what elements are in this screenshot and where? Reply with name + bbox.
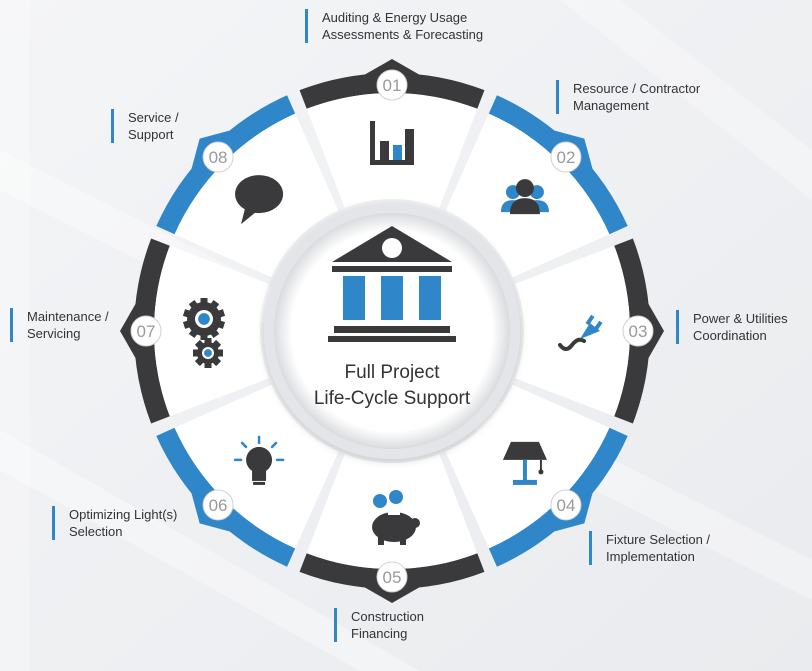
segment-number: 03 bbox=[629, 322, 648, 341]
segment-04-pointer bbox=[549, 488, 594, 533]
segment-number-badge: 01 bbox=[376, 69, 408, 101]
segment-number: 07 bbox=[137, 322, 156, 341]
callout-07-line-1: Maintenance / bbox=[27, 309, 109, 324]
gears-icon bbox=[182, 298, 226, 368]
segment-number-badge: 03 bbox=[622, 315, 654, 347]
segment-number-badge: 05 bbox=[376, 561, 408, 593]
segment-02-band bbox=[488, 95, 628, 235]
segment-05-body bbox=[306, 454, 478, 569]
callout-07-line-2: Servicing bbox=[27, 326, 81, 341]
callout-01-line-1: Auditing & Energy Usage bbox=[322, 10, 468, 25]
callout-02-line-1: Resource / Contractor bbox=[573, 81, 701, 96]
segment-04-body bbox=[445, 384, 610, 549]
callout-06-line-1: Optimizing Light(s) bbox=[69, 507, 178, 522]
callout-01-line-2: Assessments & Forecasting bbox=[322, 27, 484, 42]
callout-06-line-2: Selection bbox=[69, 524, 123, 539]
segment-08-band bbox=[156, 95, 296, 235]
segment-number-badge: 08 bbox=[202, 141, 234, 173]
segment-08-pointer bbox=[190, 129, 235, 174]
callout-03: Power & Utilities Coordination bbox=[676, 310, 788, 344]
segment-number: 06 bbox=[209, 496, 228, 515]
callout-04-line-1: Fixture Selection / bbox=[606, 532, 711, 547]
segment-number: 05 bbox=[383, 568, 402, 587]
callout-02-line-2: Management bbox=[573, 98, 649, 113]
callout-03-line-2: Coordination bbox=[693, 328, 767, 343]
segment-01-pointer bbox=[360, 59, 424, 77]
callout-08-line-1: Service / bbox=[128, 110, 179, 125]
callout-06: Optimizing Light(s) Selection bbox=[52, 506, 177, 540]
callout-02: Resource / Contractor Management bbox=[556, 80, 700, 114]
segment-01-body bbox=[306, 93, 478, 208]
callout-08: Service / Support bbox=[111, 109, 179, 143]
segment-03-body bbox=[515, 245, 631, 417]
segment-number: 08 bbox=[209, 148, 228, 167]
segment-03-pointer bbox=[646, 299, 664, 363]
segment-number-badge: 07 bbox=[130, 315, 162, 347]
segment-05-pointer bbox=[360, 585, 424, 603]
segment-06-pointer bbox=[190, 488, 235, 533]
callout-03-line-1: Power & Utilities bbox=[693, 311, 788, 326]
segment-number: 01 bbox=[383, 76, 402, 95]
segment-07-pointer bbox=[120, 299, 138, 363]
callout-08-line-2: Support bbox=[128, 127, 174, 142]
segment-06-band bbox=[156, 427, 296, 567]
callout-05-line-2: Financing bbox=[351, 626, 408, 641]
speech-bubble-icon bbox=[235, 175, 284, 225]
callout-04-line-2: Implementation bbox=[606, 549, 695, 564]
segment-04 bbox=[445, 384, 628, 567]
piggy-bank-icon bbox=[372, 490, 420, 545]
segment-04-band bbox=[488, 427, 628, 567]
callout-05: Construction Financing bbox=[334, 608, 424, 642]
segment-number: 04 bbox=[556, 496, 575, 515]
callout-05-line-1: Construction bbox=[351, 609, 424, 624]
center-title-line-1: Full Project bbox=[344, 362, 440, 383]
segment-number-badge: 06 bbox=[202, 489, 234, 521]
center-title-line-2: Life-Cycle Support bbox=[313, 388, 471, 409]
segment-number-badge: 02 bbox=[550, 141, 582, 173]
segment-02-pointer bbox=[549, 129, 594, 174]
plug-icon bbox=[558, 314, 603, 351]
callout-07: Maintenance / Servicing bbox=[10, 308, 109, 342]
callout-04: Fixture Selection / Implementation bbox=[589, 531, 710, 565]
segment-number: 02 bbox=[556, 148, 575, 167]
callout-01: Auditing & Energy Usage Assessments & Fo… bbox=[305, 9, 483, 43]
lamp-icon bbox=[502, 441, 547, 485]
building-icon bbox=[328, 226, 456, 342]
center-title: Full Project Life-Cycle Support bbox=[292, 360, 492, 412]
light-bulb-icon bbox=[233, 435, 285, 485]
bar-chart-icon bbox=[370, 121, 414, 165]
segment-number-badge: 04 bbox=[550, 489, 582, 521]
people-icon bbox=[500, 179, 549, 215]
